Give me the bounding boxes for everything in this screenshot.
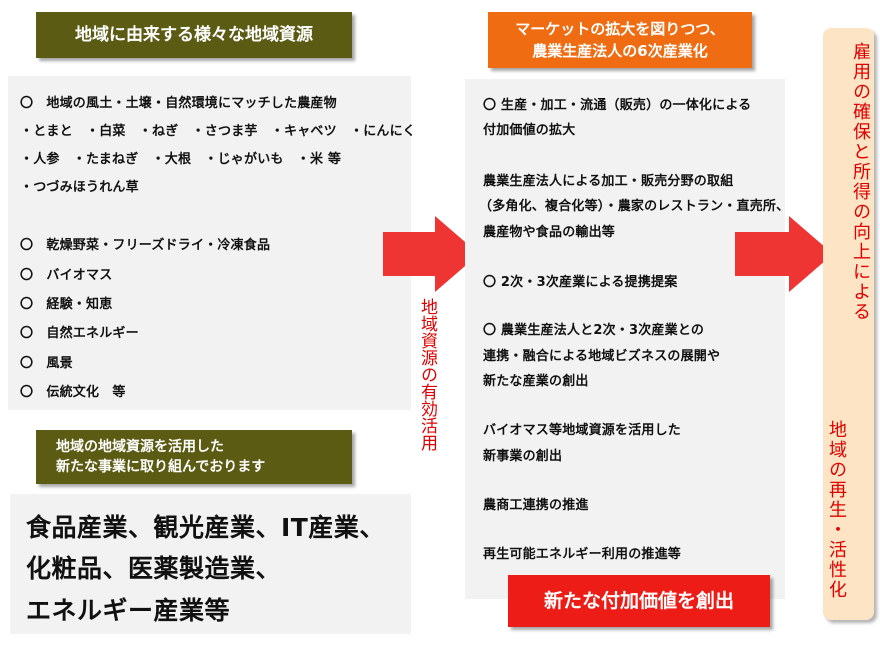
initiative-line: 農業生産法人による加工・販売分野の取組 bbox=[483, 174, 734, 189]
resource-line: ・つづみほうれん草 bbox=[20, 180, 139, 195]
value-creation-text: 新たな付加価値を創出 bbox=[543, 590, 734, 612]
left-header-text: 地域に由来する様々な地域資源 bbox=[75, 25, 313, 45]
arrow-right-icon bbox=[383, 216, 479, 292]
value-creation-box: 新たな付加価値を創出 bbox=[508, 575, 770, 627]
new-business-box: 地域の地域資源を活用した 新たな事業に取り組んでおります bbox=[36, 430, 352, 484]
resource-line: 〇 経験・知恵 bbox=[20, 297, 113, 312]
resource-line: 〇 自然エネルギー bbox=[20, 326, 139, 341]
arrow1-label: 地域資源の有効活用 bbox=[417, 298, 437, 451]
new-business-line: 地域の地域資源を活用した bbox=[56, 439, 224, 455]
outcome-text-col2: 地域の再生・活性化 bbox=[826, 420, 847, 600]
middle-header-line: マーケットの拡大を図りつつ、 bbox=[515, 20, 725, 38]
resource-line: 〇 風景 bbox=[20, 356, 73, 371]
resource-line: ・人参 ・たまねぎ ・大根 ・じゃがいも ・米 等 bbox=[20, 152, 342, 167]
middle-header-line: 農業生産法人の6次産業化 bbox=[532, 42, 708, 60]
resource-line: 〇 乾燥野菜・フリーズドライ・冷凍食品 bbox=[20, 238, 271, 253]
initiative-line: 新事業の創出 bbox=[483, 449, 563, 464]
industry-line: 化粧品、医薬製造業、 bbox=[26, 554, 282, 583]
industry-line: エネルギー産業等 bbox=[26, 596, 231, 625]
initiative-line: 〇 農業生産法人と2次・3次産業との bbox=[483, 323, 705, 338]
initiative-line: 連携・融合による地域ビズネスの展開や bbox=[483, 349, 721, 364]
initiative-line: 新たな産業の創出 bbox=[483, 374, 589, 389]
initiative-line: バイオマス等地域資源を活用した bbox=[483, 423, 682, 438]
initiative-line: （多角化、複合化等）・農家のレストラン・直売所、 bbox=[479, 199, 790, 214]
resource-line: 〇 地域の風土・土壌・自然環境にマッチした農産物 bbox=[20, 96, 337, 111]
resource-line: 〇 バイオマス bbox=[20, 268, 113, 283]
resource-line: 〇 伝統文化 等 bbox=[20, 385, 126, 400]
initiative-line: 〇 2次・3次産業による提携提案 bbox=[483, 275, 678, 290]
initiative-line: 農商工連携の推進 bbox=[483, 498, 589, 513]
industry-line: 食品産業、観光産業、IT産業、 bbox=[26, 513, 385, 542]
initiative-line: 付加価値の拡大 bbox=[483, 123, 576, 138]
resource-line: ・とまと ・白菜 ・ねぎ ・さつま芋 ・キャベツ ・にんにく bbox=[20, 124, 416, 139]
outcome-box: 雇用の確保と所得の向上による 地域の再生・活性化 bbox=[823, 28, 874, 620]
left-header-box: 地域に由来する様々な地域資源 bbox=[36, 12, 352, 58]
industries-panel: 食品産業、観光産業、IT産業、 化粧品、医薬製造業、 エネルギー産業等 bbox=[10, 494, 411, 634]
initiatives-panel: 〇 生産・加工・流通（販売）の一体化による 付加価値の拡大 農業生産法人による加… bbox=[465, 79, 789, 599]
outcome-text-col1: 雇用の確保と所得の向上による bbox=[850, 42, 871, 322]
new-business-line: 新たな事業に取り組んでおります bbox=[56, 459, 266, 475]
initiative-line: 再生可能エネルギー利用の推進等 bbox=[483, 547, 682, 562]
initiative-line: 農産物や食品の輸出等 bbox=[483, 225, 616, 240]
middle-header-box: マーケットの拡大を図りつつ、 農業生産法人の6次産業化 bbox=[488, 12, 752, 68]
initiative-line: 〇 生産・加工・流通（販売）の一体化による bbox=[483, 98, 752, 113]
resources-panel: 〇 地域の風土・土壌・自然環境にマッチした農産物 ・とまと ・白菜 ・ねぎ ・さ… bbox=[8, 76, 416, 410]
arrow-right-icon bbox=[735, 216, 833, 292]
